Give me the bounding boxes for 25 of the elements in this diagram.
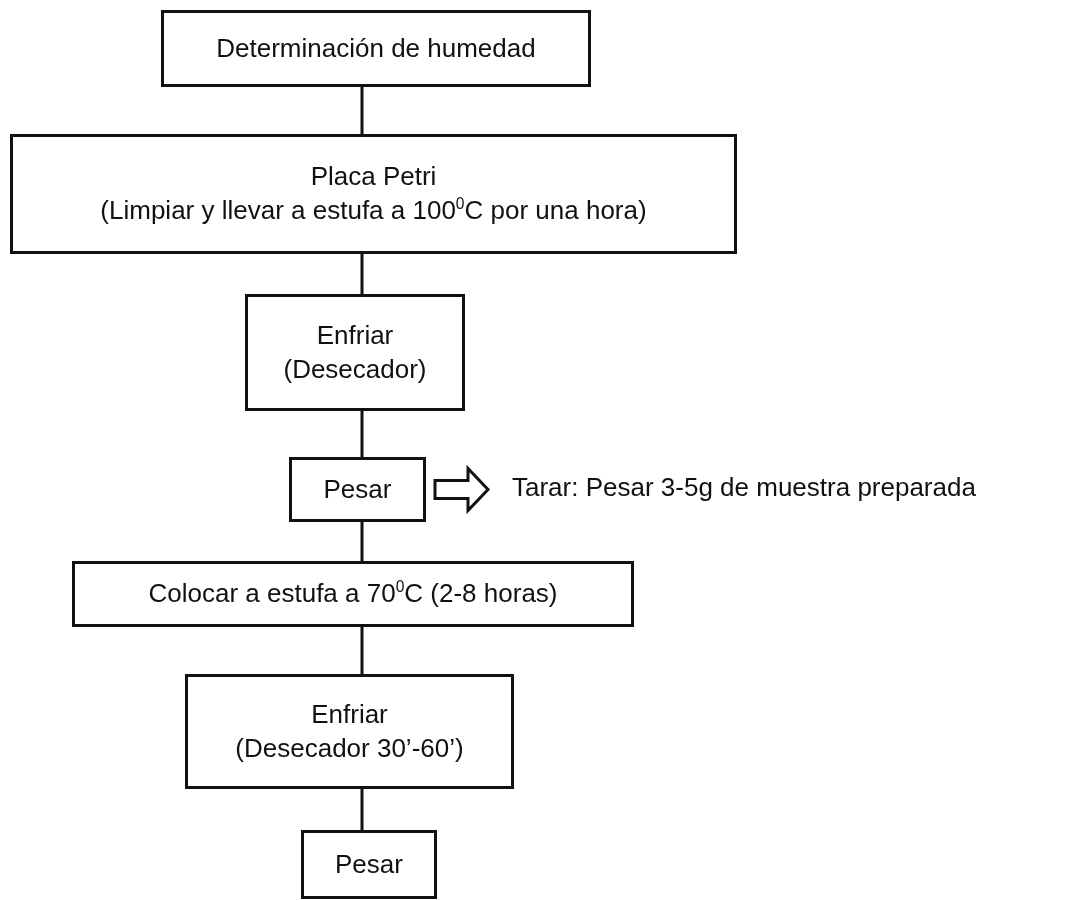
process-box — [245, 294, 465, 411]
process-box — [161, 10, 591, 87]
process-box — [72, 561, 634, 627]
box-text: Pesar — [323, 472, 392, 506]
box-text: (Desecador) — [283, 352, 427, 386]
box-text: Pesar — [335, 847, 403, 881]
connector-line — [360, 789, 364, 830]
box-text: (Desecador 30’-60’) — [235, 731, 464, 765]
box-text: Colocar a estufa a 70$^{0}$C (2-8 horas) — [148, 577, 558, 611]
box-text: Enfriar — [316, 318, 394, 352]
connector-line — [360, 522, 364, 561]
connector-line — [360, 627, 364, 674]
connector-line — [360, 411, 364, 457]
process-box — [289, 457, 426, 522]
process-box — [185, 674, 514, 789]
connector-line — [360, 254, 364, 294]
box-text: Determinación de humedad — [216, 31, 536, 65]
note-text: Tarar: Pesar 3-5g de muestra preparada — [512, 471, 976, 505]
process-box — [10, 134, 737, 254]
box-text: Placa Petri — [310, 160, 437, 194]
block-arrow — [433, 464, 491, 515]
connector-line — [360, 87, 364, 134]
box-text: Enfriar — [311, 697, 388, 731]
box-text: (Limpiar y llevar a estufa a 100$^{0}$C por una hora) — [100, 194, 647, 227]
process-box — [301, 830, 437, 899]
